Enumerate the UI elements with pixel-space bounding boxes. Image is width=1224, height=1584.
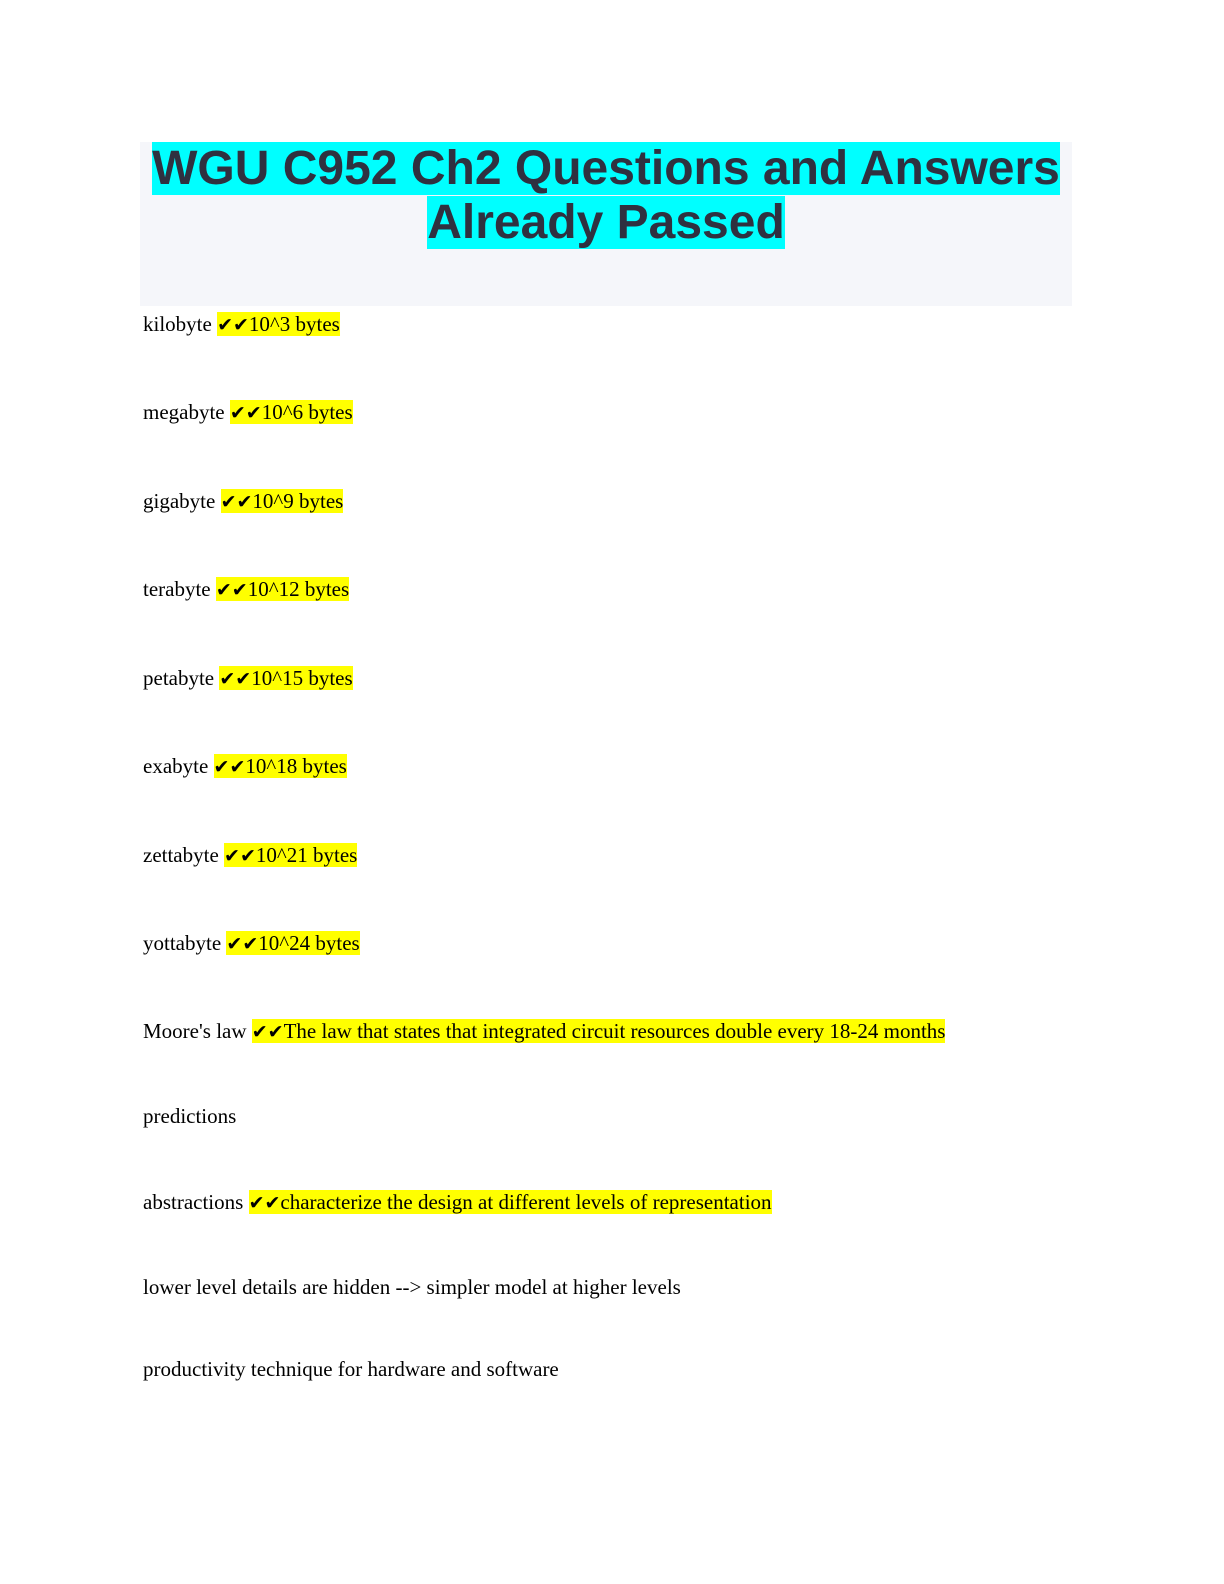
qa-item: gigabyte ✔✔10^9 bytes: [143, 486, 344, 517]
answer: 10^12 bytes: [247, 577, 350, 601]
answer-highlight: ✔✔10^24 bytes: [226, 931, 360, 955]
answer: 10^9 bytes: [252, 489, 344, 513]
check-mark-icon: ✔✔: [217, 314, 249, 336]
answer: 10^15 bytes: [251, 666, 353, 690]
answer-highlight: ✔✔10^15 bytes: [219, 666, 353, 690]
plain-text: predictions: [143, 1104, 237, 1128]
qa-item: abstractions ✔✔characterize the design a…: [143, 1187, 772, 1218]
qa-item: Moore's law ✔✔The law that states that i…: [143, 1016, 946, 1047]
answer: characterize the design at different lev…: [280, 1190, 772, 1214]
check-mark-icon: ✔✔: [251, 1021, 284, 1043]
answer: 10^3 bytes: [248, 312, 340, 336]
term: zettabyte: [143, 843, 219, 867]
qa-item: predictions: [143, 1101, 236, 1131]
plain-text: productivity technique for hardware and …: [143, 1357, 559, 1381]
answer-highlight: ✔✔10^21 bytes: [224, 843, 358, 867]
qa-item: exabyte ✔✔10^18 bytes: [143, 751, 347, 782]
qa-item: yottabyte ✔✔10^24 bytes: [143, 928, 360, 959]
term: yottabyte: [143, 931, 222, 955]
check-mark-icon: ✔✔: [248, 1192, 281, 1214]
answer: 10^18 bytes: [245, 754, 347, 778]
qa-item: terabyte ✔✔10^12 bytes: [143, 574, 350, 605]
answer-highlight: ✔✔10^6 bytes: [229, 400, 353, 424]
check-mark-icon: ✔✔: [213, 756, 246, 778]
answer-highlight: ✔✔10^3 bytes: [217, 312, 340, 336]
qa-item: lower level details are hidden --> simpl…: [143, 1272, 681, 1302]
page-title: WGU C952 Ch2 Questions and Answers Alrea…: [152, 142, 1060, 249]
qa-item: petabyte ✔✔10^15 bytes: [143, 663, 353, 694]
check-mark-icon: ✔✔: [215, 579, 248, 601]
answer: 10^24 bytes: [258, 931, 360, 955]
plain-text: lower level details are hidden --> simpl…: [143, 1275, 681, 1299]
answer-highlight: ✔✔10^9 bytes: [220, 489, 344, 513]
term: abstractions: [143, 1190, 244, 1214]
check-mark-icon: ✔✔: [224, 845, 256, 867]
answer: The law that states that integrated circ…: [283, 1019, 946, 1043]
term: gigabyte: [143, 489, 216, 513]
answer: 10^6 bytes: [261, 400, 353, 424]
qa-item: kilobyte ✔✔10^3 bytes: [143, 309, 340, 340]
term: petabyte: [143, 666, 215, 690]
term: kilobyte: [143, 312, 212, 336]
check-mark-icon: ✔✔: [220, 491, 253, 513]
answer-highlight: ✔✔10^12 bytes: [215, 577, 350, 601]
term: exabyte: [143, 754, 209, 778]
qa-item: productivity technique for hardware and …: [143, 1354, 559, 1384]
check-mark-icon: ✔✔: [229, 402, 262, 424]
answer-highlight: ✔✔10^18 bytes: [213, 754, 347, 778]
answer-highlight: ✔✔The law that states that integrated ci…: [251, 1019, 946, 1043]
check-mark-icon: ✔✔: [226, 933, 259, 955]
check-mark-icon: ✔✔: [219, 668, 252, 690]
term: terabyte: [143, 577, 211, 601]
qa-item: megabyte ✔✔10^6 bytes: [143, 397, 353, 428]
qa-item: zettabyte ✔✔10^21 bytes: [143, 840, 358, 871]
term: Moore's law: [143, 1019, 247, 1043]
answer-highlight: ✔✔characterize the design at different l…: [248, 1190, 772, 1214]
term: megabyte: [143, 400, 225, 424]
answer: 10^21 bytes: [255, 843, 358, 867]
